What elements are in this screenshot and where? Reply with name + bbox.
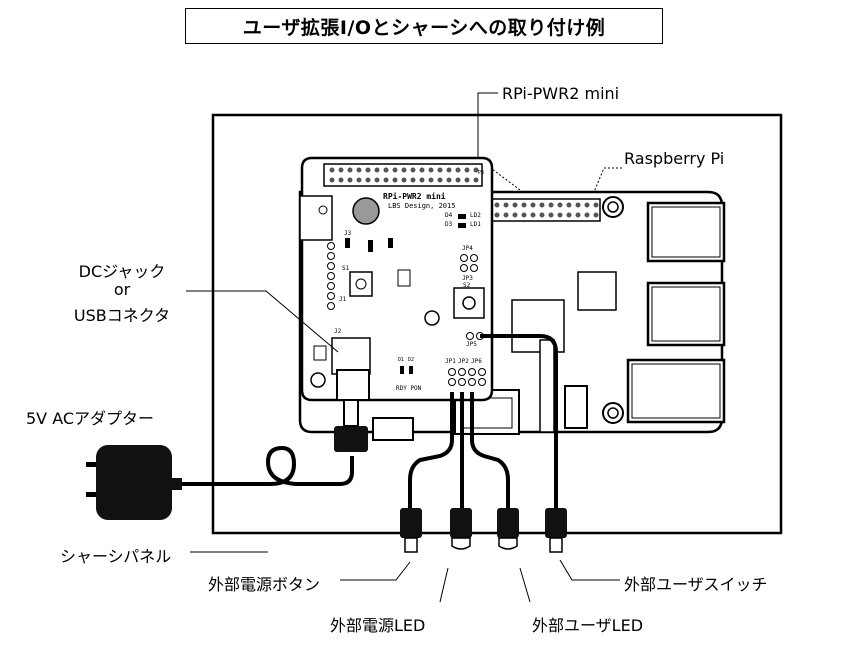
- label-dc-jack-line1: DCジャック: [78, 262, 166, 281]
- label-rpi-pwr2-mini: RPi-PWR2 mini: [502, 84, 620, 103]
- label-ac-adapter: 5V ACアダプター: [26, 409, 155, 428]
- silk-d2: D2: [408, 357, 415, 363]
- silk-s2: S2: [463, 282, 471, 289]
- leader-ext-power-led: [439, 567, 449, 603]
- leader-ext-user-led: [519, 567, 531, 603]
- ac-adapter: [86, 399, 368, 520]
- silk-ld1: LD1: [470, 221, 481, 228]
- leader-ext-power-button: [340, 561, 411, 581]
- silk-ld2: LD2: [470, 212, 481, 219]
- label-ext-user-led: 外部ユーザLED: [532, 616, 644, 635]
- silk-jp3: JP3: [462, 275, 473, 282]
- leader-pwr2: [477, 92, 498, 160]
- label-ext-power-button: 外部電源ボタン: [208, 575, 321, 594]
- leader-dc-jack: [186, 290, 339, 353]
- ext-user-led: [497, 508, 519, 550]
- silk-j1: J1: [339, 296, 347, 303]
- ext-power-led: [450, 508, 472, 550]
- label-ext-user-switch: 外部ユーザスイッチ: [624, 575, 768, 594]
- silk-board-name: RPi-PWR2 mini: [383, 192, 446, 201]
- silk-rdy-pon: RDY PON: [396, 385, 422, 392]
- diagram-title: ユーザ拡張I/Oとシャーシへの取り付け例: [185, 8, 663, 44]
- label-ext-power-led: 外部電源LED: [330, 616, 426, 635]
- silk-jp4: JP4: [462, 245, 473, 252]
- label-dc-jack-line2: or: [113, 280, 131, 299]
- silk-j2: J2: [334, 328, 342, 335]
- leader-ext-user-switch: [559, 559, 620, 581]
- leader-raspberry-pi: [593, 167, 622, 193]
- silk-jp1: JP1: [445, 358, 456, 365]
- ext-user-switch: [545, 508, 567, 553]
- silk-jp2: JP2: [458, 358, 469, 365]
- silk-d1: D1: [398, 357, 405, 363]
- silk-d4: D4: [445, 212, 453, 219]
- silk-d3: D3: [445, 221, 453, 228]
- silk-s1: S1: [342, 265, 350, 272]
- silk-jp6: JP6: [471, 358, 482, 365]
- label-dc-jack-line3: USBコネクタ: [73, 306, 171, 325]
- label-raspberry-pi: Raspberry Pi: [624, 149, 725, 168]
- label-chassis-panel: シャーシパネル: [60, 547, 172, 566]
- ext-power-button: [400, 508, 422, 553]
- silk-p3: P3: [478, 170, 485, 176]
- silk-jp5: JP5: [466, 341, 477, 348]
- silk-credit: LBS Design, 2015: [388, 202, 456, 210]
- external-cables: [408, 334, 558, 516]
- silk-j3: J3: [344, 230, 352, 237]
